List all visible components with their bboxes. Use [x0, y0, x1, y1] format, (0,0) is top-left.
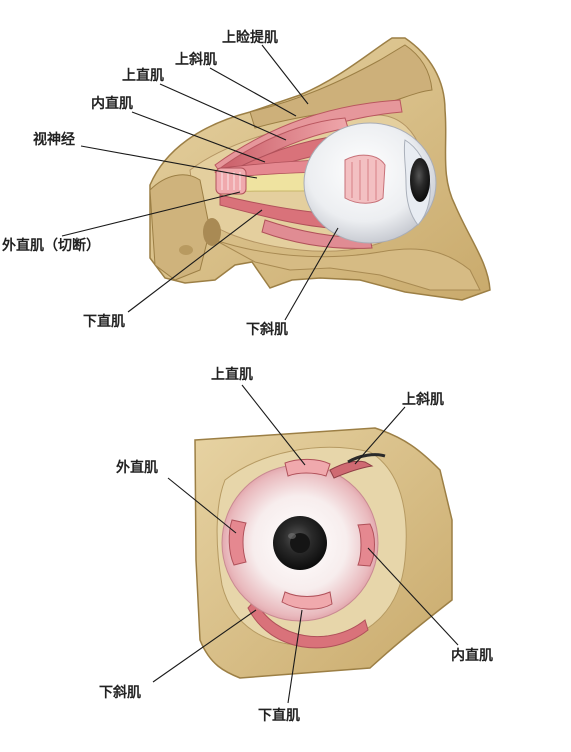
leader-superior-rectus-front: [241, 384, 306, 466]
superior-oblique-tendon-front: [329, 460, 374, 479]
label-medial-rectus-side: 内直肌: [91, 95, 133, 112]
label-inferior-rectus-front: 下直肌: [258, 707, 300, 724]
leader-superior-rectus: [159, 83, 287, 141]
label-superior-rectus-front: 上直肌: [211, 366, 253, 383]
label-lateral-rectus-front: 外直肌: [116, 459, 158, 476]
leader-superior-oblique: [209, 67, 297, 117]
label-optic-nerve: 视神经: [33, 131, 75, 148]
medial-rectus-insertion-front: [357, 523, 375, 567]
label-inferior-oblique-side: 下斜肌: [246, 321, 288, 338]
bone-foramen: [203, 218, 221, 246]
superior-rectus-insertion-front: [284, 458, 331, 477]
front-labels: 上直肌 上斜肌 外直肌 内直肌 下斜肌 下直肌: [99, 366, 493, 724]
inferior-oblique-muscle-side: [261, 219, 373, 249]
leader-inferior-rectus-front: [287, 609, 303, 704]
bone-foramen-small: [179, 245, 193, 255]
trochlea: [347, 453, 386, 464]
leader-inferior-oblique: [284, 227, 339, 321]
label-superior-rectus-side: 上直肌: [122, 67, 164, 84]
front-leaders: [152, 384, 459, 704]
leader-inferior-oblique-front: [152, 609, 257, 683]
label-superior-oblique-side: 上斜肌: [175, 51, 217, 68]
side-leaders: [61, 44, 339, 321]
lateral-rectus-insertion: [344, 154, 386, 204]
label-medial-rectus-front: 内直肌: [451, 647, 493, 664]
label-superior-oblique-front: 上斜肌: [402, 391, 444, 408]
leader-lateral-rectus-cut: [61, 191, 241, 237]
leader-lateral-rectus-front: [167, 477, 237, 534]
pupil-highlight: [288, 533, 296, 539]
leader-optic-nerve: [80, 145, 258, 179]
leader-superior-oblique-front: [354, 406, 406, 465]
label-inferior-rectus-side: 下直肌: [83, 313, 125, 330]
inferior-oblique-muscle-front: [247, 599, 369, 649]
inferior-rectus-insertion-front: [281, 591, 333, 610]
iris-side: [410, 158, 430, 202]
label-levator: 上睑提肌: [222, 29, 278, 46]
leader-inferior-rectus: [127, 209, 263, 313]
insertion-fibers: [351, 159, 377, 201]
side-labels: 上睑提肌 上斜肌 上直肌 内直肌 视神经 外直肌（切断） 下直肌 下斜肌: [2, 29, 288, 338]
side-view: [149, 37, 491, 301]
lower-orbital-floor: [214, 239, 481, 291]
pupil-front: [290, 533, 310, 553]
leader-medial-rectus: [131, 111, 266, 163]
label-lateral-rectus-cut: 外直肌（切断）: [2, 237, 100, 254]
sphenoid-bone: [149, 174, 211, 281]
label-inferior-oblique-front: 下斜肌: [99, 684, 141, 701]
front-view: [194, 427, 453, 679]
leader-levator: [261, 44, 309, 105]
leader-medial-rectus-front: [367, 547, 459, 646]
lateral-rectus-insertion-front: [228, 519, 247, 566]
